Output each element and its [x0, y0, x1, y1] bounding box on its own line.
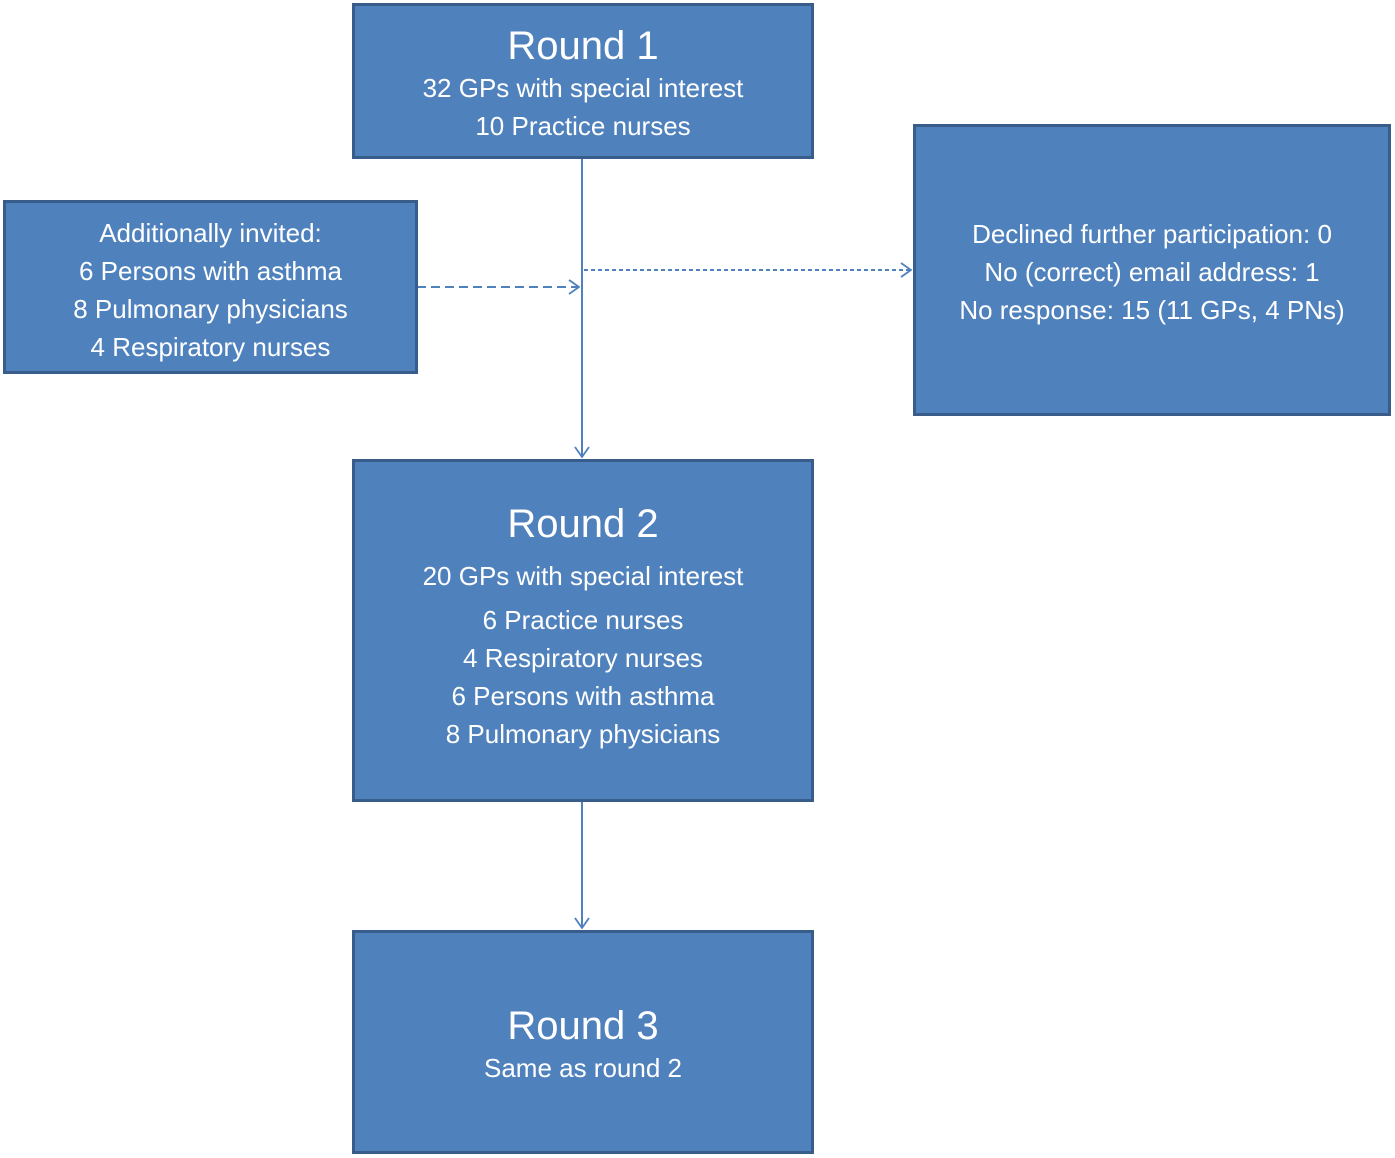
round1-box: Round 1 32 GPs with special interest 10 …: [352, 3, 814, 159]
round2-line: 20 GPs with special interest: [422, 561, 744, 591]
dropout-line: Declined further participation: 0: [972, 219, 1332, 249]
round1-title: Round 1: [507, 24, 659, 68]
additional-line: 4 Respiratory nurses: [90, 332, 331, 362]
additional-line: 8 Pulmonary physicians: [73, 294, 348, 324]
dropout-line: No (correct) email address: 1: [984, 257, 1320, 287]
round2-box: Round 2 20 GPs with special interest 6 P…: [352, 459, 814, 802]
round2-line: 4 Respiratory nurses: [463, 643, 703, 673]
additional-line: 6 Persons with asthma: [78, 256, 342, 286]
dropout-line: No response: 15 (11 GPs, 4 PNs): [959, 295, 1345, 325]
round2-line: 8 Pulmonary physicians: [445, 719, 721, 749]
round3-line: Same as round 2: [483, 1053, 682, 1083]
round1-line: 10 Practice nurses: [475, 111, 691, 141]
additional-line: Additionally invited:: [99, 218, 322, 248]
dropout-box: Declined further participation: 0 No (co…: [913, 124, 1391, 416]
round3-box: Round 3 Same as round 2: [352, 930, 814, 1154]
round2-line: 6 Persons with asthma: [451, 681, 715, 711]
round2-title: Round 2: [507, 502, 659, 546]
round3-title: Round 3: [507, 1004, 659, 1048]
additionally-invited-box: Additionally invited: 6 Persons with ast…: [3, 200, 418, 374]
round2-line: 6 Practice nurses: [482, 605, 684, 635]
round1-line: 32 GPs with special interest: [422, 73, 744, 103]
